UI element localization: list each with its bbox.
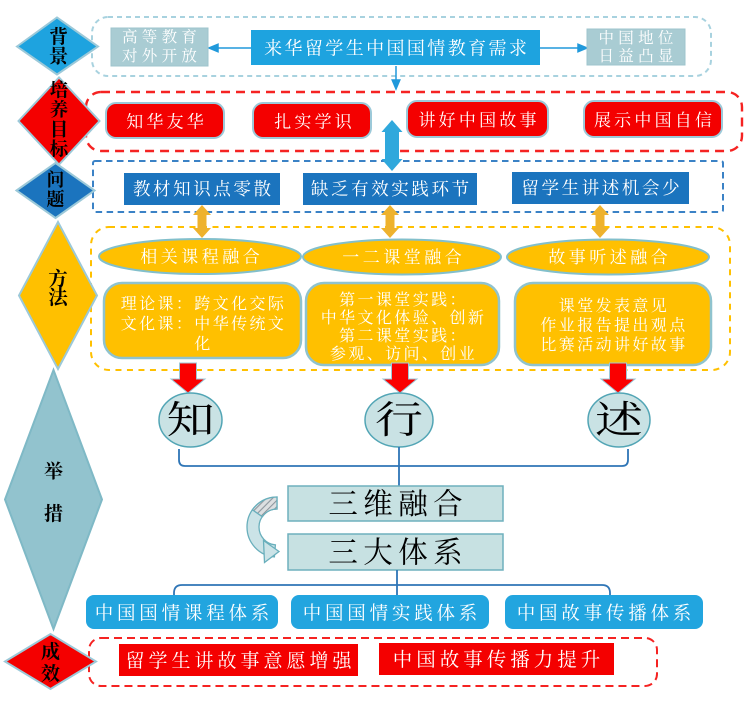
svg-text:三大体系: 三大体系: [328, 537, 468, 570]
svg-text:效: 效: [41, 663, 60, 685]
svg-text:文化课：中华传统文: 文化课：中华传统文: [121, 315, 287, 333]
svg-text:教材知识点零散: 教材知识点零散: [133, 179, 274, 199]
svg-text:缺乏有效实践环节: 缺乏有效实践环节: [311, 179, 472, 199]
svg-text:比赛活动讲好故事: 比赛活动讲好故事: [540, 336, 687, 354]
svg-text:知: 知: [167, 400, 215, 442]
svg-text:扎实学识: 扎实学识: [274, 113, 355, 132]
svg-text:化: 化: [194, 335, 212, 353]
svg-text:举: 举: [44, 461, 63, 483]
svg-text:一二课堂融合: 一二课堂融合: [342, 248, 465, 267]
svg-text:参观、访问、创业: 参观、访问、创业: [330, 345, 477, 363]
svg-text:中国国情课程体系: 中国国情课程体系: [95, 604, 273, 625]
svg-text:留学生讲述机会少: 留学生讲述机会少: [521, 178, 682, 198]
svg-text:讲好中国故事: 讲好中国故事: [418, 111, 539, 130]
svg-text:养: 养: [50, 100, 69, 121]
svg-text:三维融合: 三维融合: [328, 488, 468, 521]
svg-text:问: 问: [47, 170, 65, 190]
svg-text:中国故事传播体系: 中国故事传播体系: [517, 604, 695, 625]
svg-text:知华友华: 知华友华: [126, 113, 207, 132]
svg-text:理论课：跨文化交际: 理论课：跨文化交际: [121, 295, 287, 313]
svg-text:中国地位: 中国地位: [598, 28, 677, 47]
svg-text:培: 培: [50, 80, 69, 102]
svg-text:第二课堂实践：: 第二课堂实践：: [339, 327, 468, 345]
svg-text:中国国情实践体系: 中国国情实践体系: [303, 604, 481, 625]
svg-text:成: 成: [41, 641, 60, 663]
svg-text:措: 措: [44, 503, 63, 525]
svg-text:第一课堂实践：: 第一课堂实践：: [339, 291, 468, 309]
svg-text:中华文化体验、创新: 中华文化体验、创新: [321, 309, 487, 327]
svg-text:展示中国自信: 展示中国自信: [594, 111, 715, 130]
svg-text:述: 述: [595, 400, 643, 442]
svg-text:来华留学生中国国情教育需求: 来华留学生中国国情教育需求: [264, 39, 529, 59]
svg-text:高等教育: 高等教育: [122, 27, 201, 46]
svg-text:中国故事传播力提升: 中国故事传播力提升: [393, 649, 605, 671]
svg-text:留学生讲故事意愿增强: 留学生讲故事意愿增强: [125, 650, 355, 672]
svg-text:景: 景: [49, 46, 69, 68]
svg-text:方: 方: [48, 269, 68, 291]
svg-text:法: 法: [48, 287, 69, 309]
svg-text:作业报告提出观点: 作业报告提出观点: [540, 316, 687, 335]
svg-text:行: 行: [375, 400, 423, 442]
svg-text:相关课程融合: 相关课程融合: [140, 248, 263, 267]
svg-text:背: 背: [49, 26, 68, 48]
svg-text:课堂发表意见: 课堂发表意见: [559, 296, 669, 315]
svg-text:题: 题: [47, 189, 65, 210]
svg-text:标: 标: [50, 140, 70, 161]
svg-text:目: 目: [50, 120, 69, 141]
svg-text:日益凸显: 日益凸显: [598, 47, 677, 65]
svg-text:对外开放: 对外开放: [122, 47, 201, 65]
svg-text:故事听述融合: 故事听述融合: [548, 248, 671, 267]
